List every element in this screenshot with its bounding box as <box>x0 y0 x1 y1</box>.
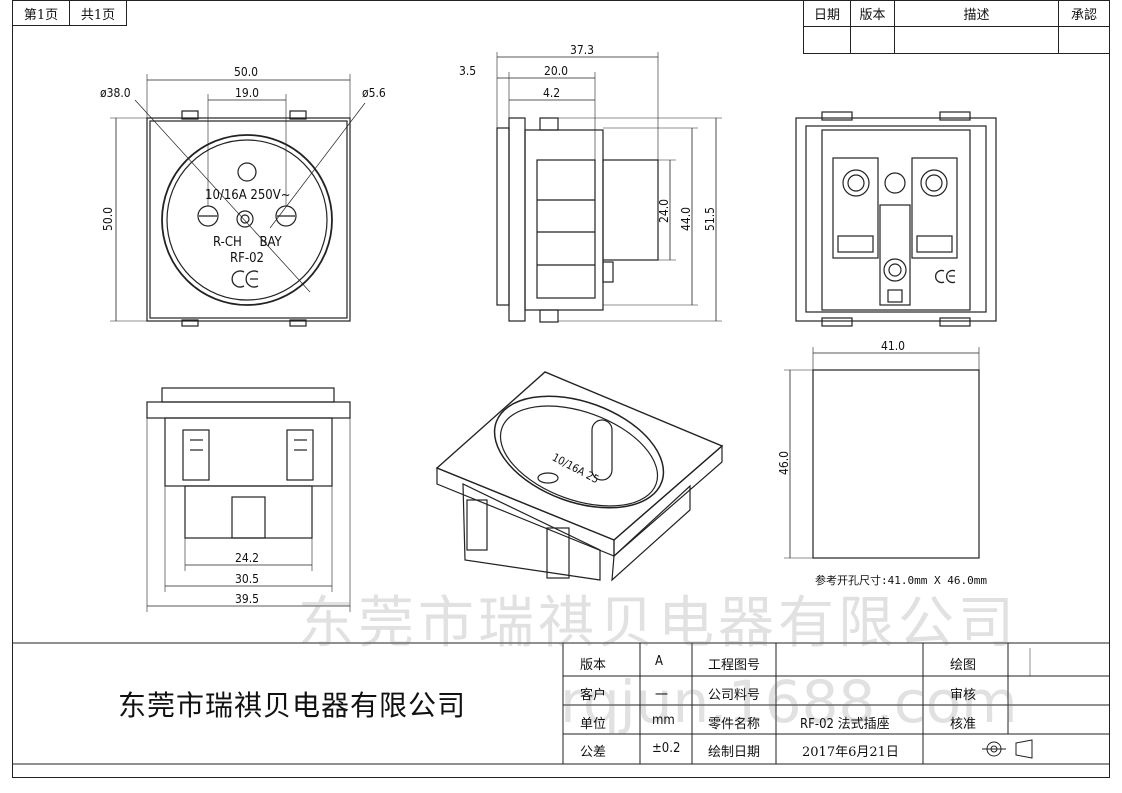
tb-label-review: 审核 <box>950 688 977 703</box>
dim-side-h44: 44.0 <box>679 206 694 232</box>
drawing-frame <box>12 0 1110 778</box>
tb-value-customer: 一 <box>655 688 669 703</box>
dim-side-step: 4.2 <box>543 86 561 100</box>
tb-label-tolerance: 公差 <box>580 745 607 760</box>
rev-approve-cell <box>1058 26 1110 54</box>
tb-label-drawn: 绘图 <box>950 658 977 673</box>
tb-value-date: 2017年6月21日 <box>802 745 899 760</box>
side-view <box>496 52 722 323</box>
page-total-cell: 共1页 <box>69 0 127 26</box>
dim-front-width: 50.0 <box>234 65 259 79</box>
back-view <box>795 111 997 327</box>
tb-label-part-no: 公司料号 <box>708 688 761 703</box>
dim-pin-spacing: 19.0 <box>235 86 260 100</box>
tb-value-version: A <box>655 654 663 669</box>
tb-label-date: 绘制日期 <box>708 745 761 760</box>
dim-side-flange: 3.5 <box>459 64 477 78</box>
model-label: RF-02 <box>230 251 264 266</box>
projection-symbol-icon <box>982 739 1033 759</box>
bottom-view <box>146 387 351 612</box>
dim-front-height: 50.0 <box>101 206 116 232</box>
tb-value-part-name: RF-02 法式插座 <box>800 717 890 732</box>
dim-side-total: 37.3 <box>570 43 595 57</box>
title-block-grid <box>12 642 1110 765</box>
tb-label-customer: 客户 <box>580 688 607 703</box>
tb-label-drawing-no: 工程图号 <box>708 658 761 673</box>
tb-label-unit: 单位 <box>580 717 607 732</box>
dim-cutout-height: 46.0 <box>777 450 792 476</box>
cutout-view <box>784 347 980 559</box>
dim-side-body: 20.0 <box>544 64 569 78</box>
company-name: 东莞市瑞祺贝电器有限公司 <box>118 689 467 722</box>
brand-label: R-CH BAY <box>213 235 282 250</box>
dim-hole-diameter: ø5.6 <box>362 86 386 100</box>
tb-label-approve: 核准 <box>950 717 977 732</box>
dim-side-h515: 51.5 <box>703 206 718 232</box>
tb-label-part-name: 零件名称 <box>708 717 761 732</box>
tb-value-unit: mm <box>652 713 675 728</box>
cutout-note: 参考开孔尺寸:41.0mm X 46.0mm <box>815 574 987 587</box>
front-view <box>110 74 366 327</box>
rating-label: 10/16A 250V~ <box>205 188 291 203</box>
tb-label-version: 版本 <box>580 658 607 673</box>
dim-cutout-width: 41.0 <box>881 339 906 353</box>
dim-bottom-30: 30.5 <box>235 572 260 586</box>
dim-bottom-39: 39.5 <box>235 592 260 606</box>
tb-value-tolerance: ±0.2 <box>652 741 681 756</box>
iso-view <box>435 371 724 582</box>
dim-outer-diameter: ø38.0 <box>100 86 131 100</box>
dim-side-h24: 24.0 <box>657 198 672 224</box>
dim-bottom-24: 24.2 <box>235 551 260 565</box>
ce-mark-front <box>231 270 245 288</box>
